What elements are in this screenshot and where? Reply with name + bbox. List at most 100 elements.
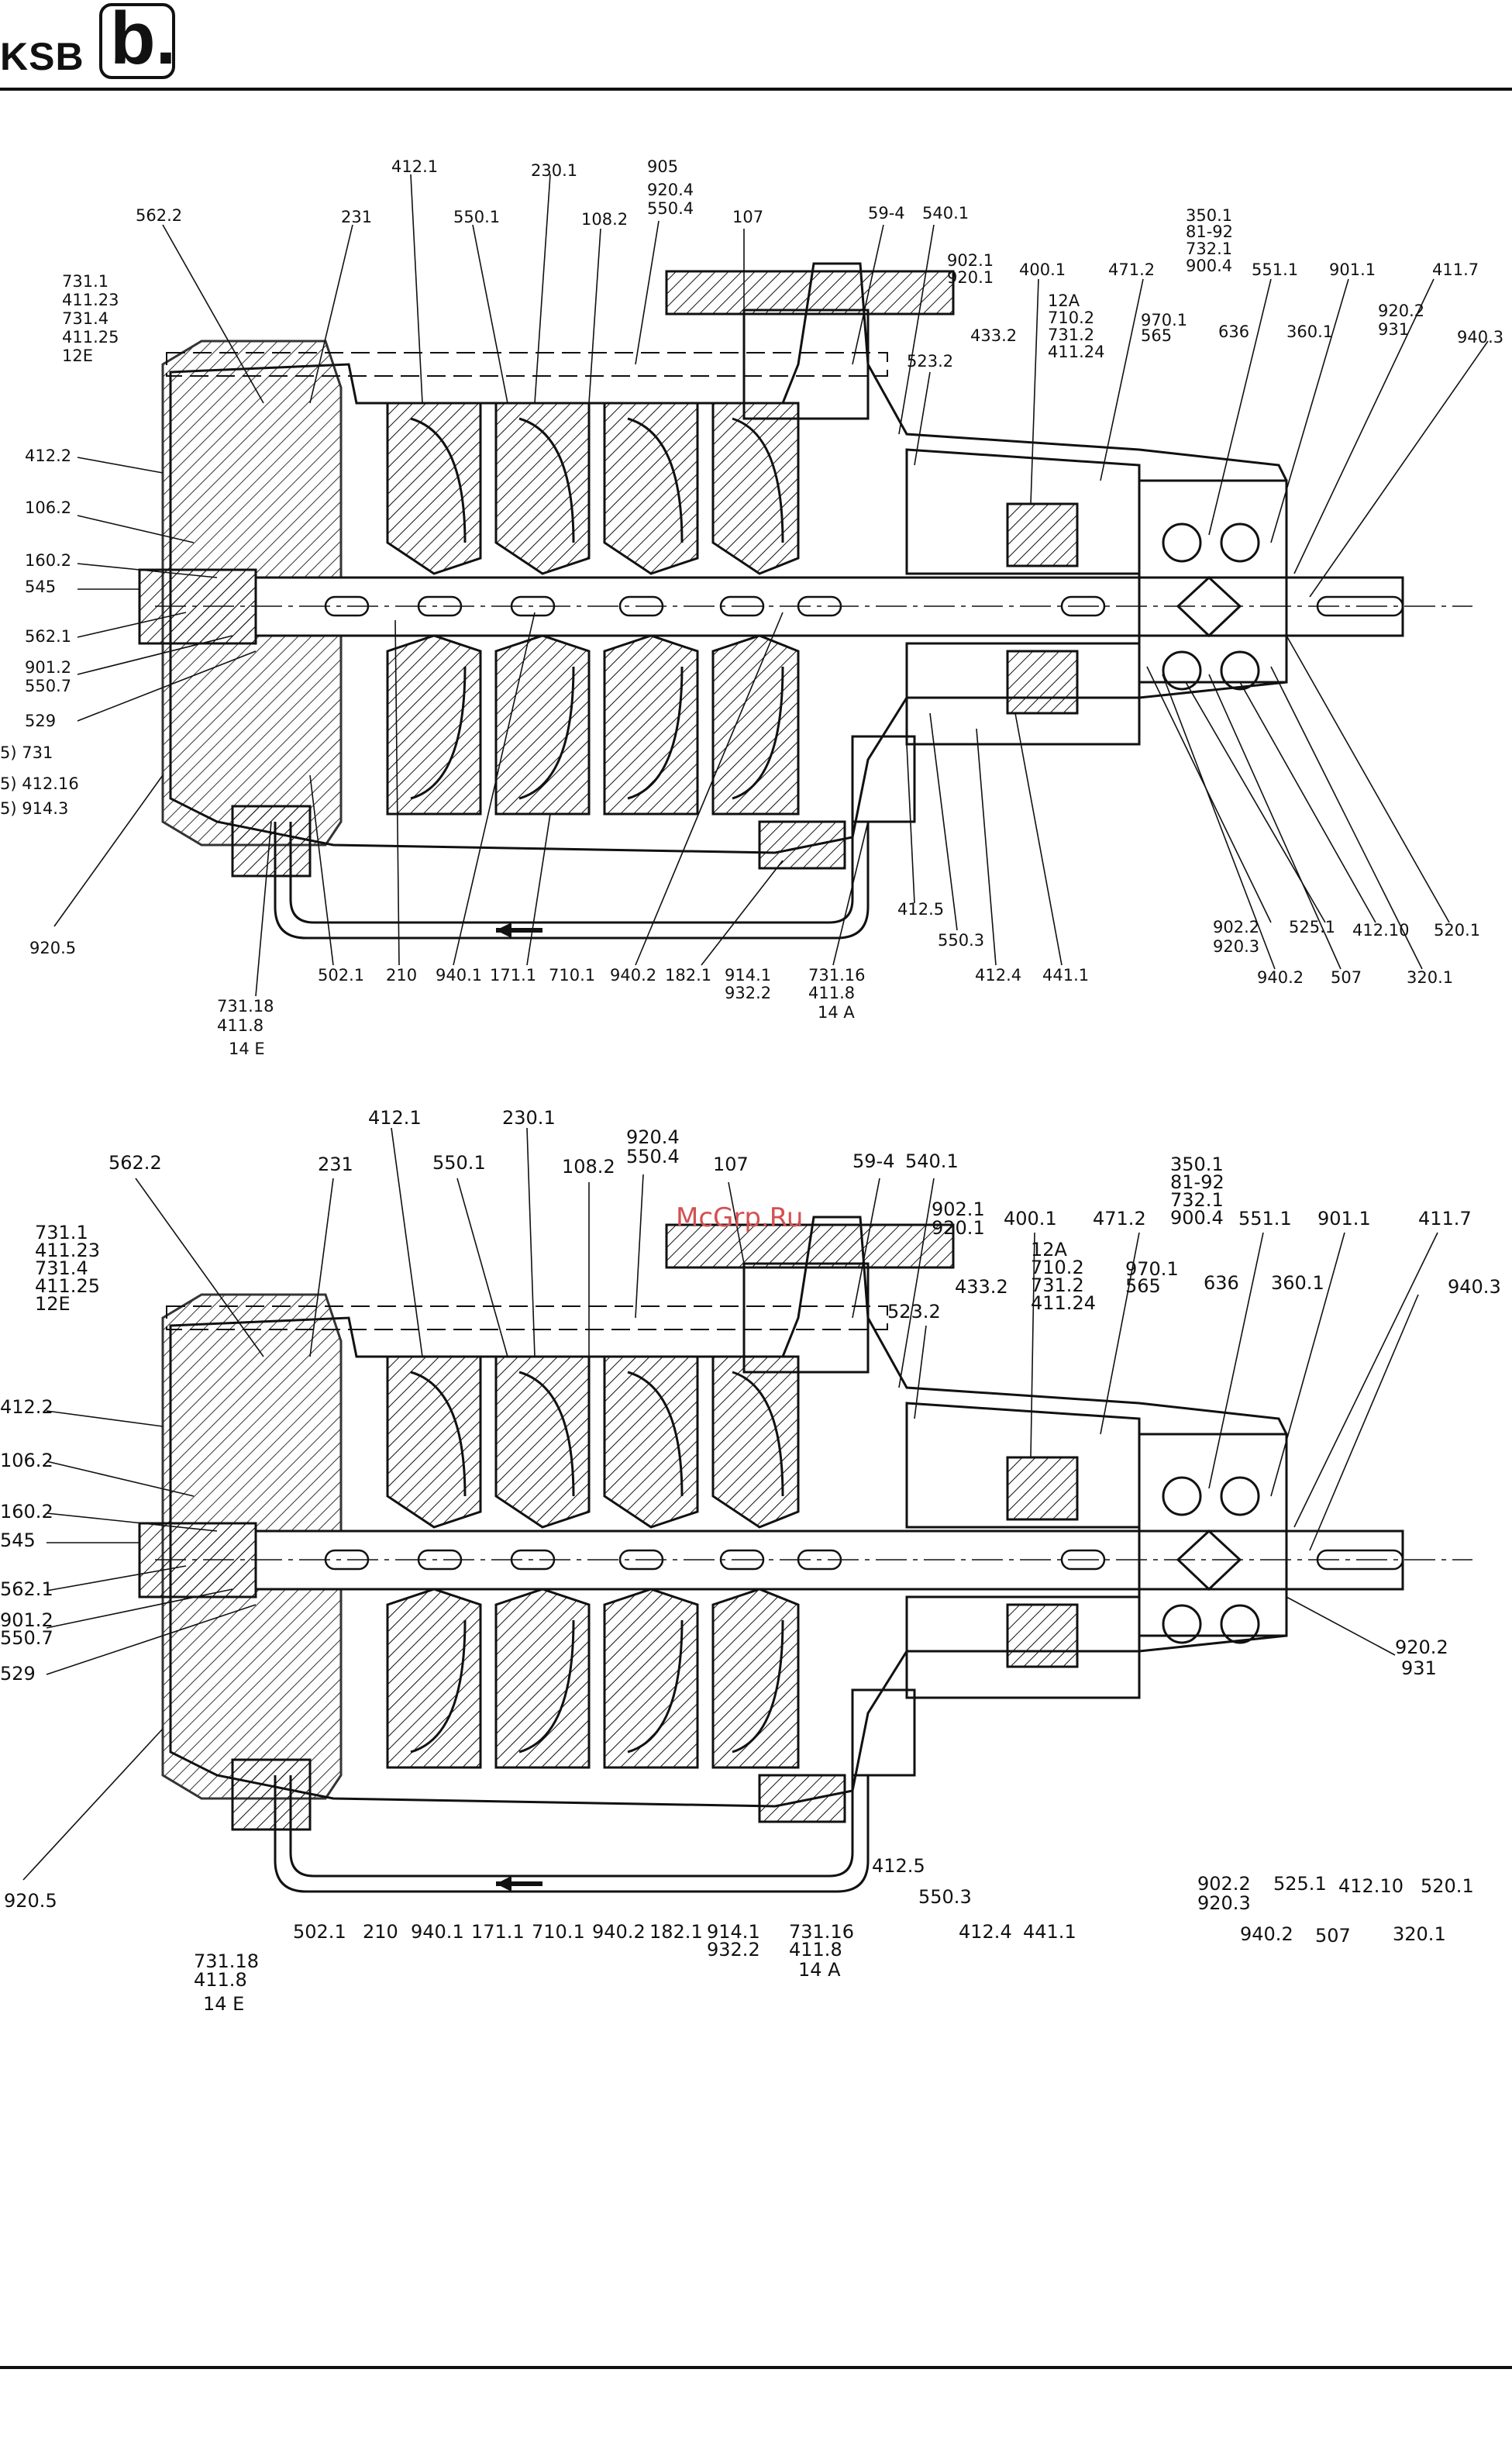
label: 230.1 — [531, 161, 577, 180]
logo-mark-box: b. — [99, 0, 177, 80]
label: 400.1 — [1019, 260, 1066, 279]
label: 433.2 — [970, 326, 1017, 345]
label: 350.1 — [1170, 1154, 1224, 1175]
label: 411.8 — [217, 1016, 263, 1035]
label: 550.3 — [918, 1886, 972, 1908]
label: 550.4 — [626, 1146, 680, 1167]
label: 732.1 — [1170, 1189, 1224, 1211]
label: 970.1 — [1125, 1258, 1179, 1280]
label: 108.2 — [562, 1156, 615, 1178]
label: 433.2 — [955, 1276, 1008, 1298]
label: 412.4 — [959, 1921, 1012, 1943]
label: 902.2 — [1213, 918, 1259, 936]
label: 920.1 — [947, 268, 994, 287]
ksb-logo: KSB b. — [0, 0, 180, 81]
label: 731.2 — [1031, 1274, 1084, 1296]
label: 502.1 — [293, 1921, 346, 1943]
label: 411.24 — [1031, 1292, 1096, 1314]
label: 940.2 — [610, 966, 656, 985]
label: 529 — [0, 1663, 36, 1685]
label: 108.2 — [581, 210, 628, 229]
label: 411.7 — [1432, 260, 1479, 279]
label: 902.1 — [932, 1198, 985, 1220]
label: 710.1 — [532, 1921, 585, 1943]
label: 902.2 — [1197, 1873, 1251, 1895]
label: 636 — [1204, 1272, 1239, 1294]
label: 12E — [35, 1293, 71, 1315]
label: 731.18 — [217, 997, 274, 1016]
label: 914.1 — [707, 1921, 760, 1943]
label: 411.23 — [62, 291, 119, 309]
label: 731.1 — [62, 272, 108, 291]
label: 914.1 — [725, 966, 771, 985]
label: 932.2 — [725, 984, 771, 1002]
label: 940.1 — [436, 966, 482, 985]
label: 940.1 — [411, 1921, 464, 1943]
figure-1-leaders — [53, 174, 1489, 997]
label: 231 — [318, 1154, 353, 1175]
label: 182.1 — [665, 966, 711, 985]
label: 12A — [1031, 1239, 1068, 1260]
label: 411.25 — [35, 1275, 100, 1297]
label: 905 — [647, 157, 678, 176]
label: 545 — [25, 578, 56, 596]
label: 520.1 — [1434, 921, 1480, 940]
label: 106.2 — [25, 498, 71, 517]
label: 562.1 — [0, 1578, 53, 1600]
label: 901.1 — [1329, 260, 1376, 279]
label: 411.25 — [62, 328, 119, 347]
label: 731.16 — [789, 1921, 854, 1943]
label: 412.10 — [1338, 1875, 1404, 1897]
label: 931 — [1378, 320, 1409, 339]
label: 412.4 — [975, 966, 1021, 985]
label: 901.1 — [1317, 1208, 1371, 1229]
label: 411.7 — [1418, 1208, 1472, 1229]
label: 81-92 — [1186, 222, 1233, 241]
label: 160.2 — [25, 551, 71, 570]
label: 412.5 — [872, 1855, 925, 1877]
label: 230.1 — [502, 1107, 556, 1129]
label: 636 — [1218, 322, 1249, 341]
label: 550.1 — [453, 208, 500, 226]
label: 931 — [1401, 1657, 1437, 1679]
label: 550.7 — [25, 677, 71, 695]
label: 471.2 — [1108, 260, 1155, 279]
label: 731.2 — [1048, 326, 1094, 344]
label: 562.1 — [25, 627, 71, 646]
label: 901.2 — [25, 658, 71, 677]
label: 523.2 — [907, 352, 953, 371]
header-rule — [0, 88, 1512, 91]
label: 731.18 — [194, 1950, 259, 1972]
label: 411.24 — [1048, 343, 1104, 361]
logo-mark: b. — [110, 0, 177, 80]
label: 507 — [1315, 1925, 1351, 1947]
label: 920.4 — [626, 1126, 680, 1148]
label: 412.1 — [368, 1107, 422, 1129]
figure-1-drawing — [53, 174, 1489, 997]
label: 900.4 — [1186, 257, 1232, 275]
label: 210 — [386, 966, 417, 985]
label: 550.3 — [938, 931, 984, 950]
label: 5) 914.3 — [0, 799, 68, 818]
label: 507 — [1331, 968, 1362, 987]
label: 920.4 — [647, 181, 694, 199]
label: 5) 731 — [0, 743, 53, 762]
label: 411.23 — [35, 1240, 100, 1261]
label: 920.5 — [4, 1890, 57, 1912]
label: 920.3 — [1213, 937, 1259, 956]
label: 731.1 — [35, 1222, 88, 1243]
footer-rule — [0, 2366, 1512, 2369]
label: 412.1 — [391, 157, 438, 176]
label: 525.1 — [1289, 918, 1335, 936]
label: 920.5 — [29, 939, 76, 957]
label: 412.2 — [0, 1396, 53, 1418]
label: 520.1 — [1421, 1875, 1474, 1897]
label: 920.2 — [1378, 302, 1424, 320]
label: 412.10 — [1352, 921, 1409, 940]
label: 12A — [1048, 291, 1080, 310]
label: 14 A — [798, 1959, 841, 1981]
label: 710.2 — [1031, 1257, 1084, 1278]
label: 107 — [732, 208, 763, 226]
label: 940.2 — [1240, 1923, 1293, 1945]
